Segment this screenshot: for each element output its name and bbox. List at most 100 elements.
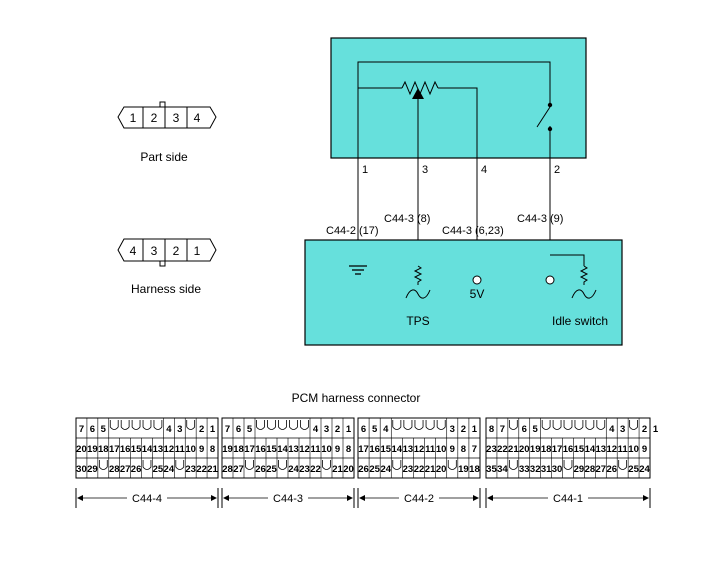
connector-name: C44-1 [553,493,583,505]
switch-contact-icon [547,126,553,132]
pin-number: 15 [266,444,277,455]
pin-number: 30 [76,464,87,475]
part-pin-label: 2 [151,111,158,125]
pin-number: 15 [131,444,142,455]
wiper-arrow-icon [412,88,424,99]
pin-number: 16 [255,444,266,455]
keying-slot [300,420,309,430]
pin-number: 3 [620,424,625,435]
keying-slot [508,460,518,470]
pin-number: 4 [481,164,487,176]
pin-number: 7 [472,444,477,455]
pin-number: 26 [131,464,142,475]
harness-pin-label: 4 [130,244,137,258]
keying-slot [256,420,265,430]
pin-number: 19 [530,444,541,455]
harness-pin-label: 1 [194,244,201,258]
connector-name: C44-2 [404,493,434,505]
arrow-right-icon [473,495,479,501]
pin-number: 20 [519,444,530,455]
pin-number: 17 [358,444,369,455]
five-v-label: 5V [470,287,485,301]
pin-number: 29 [87,464,98,475]
keying-slot [120,420,130,430]
pin-number: 16 [563,444,574,455]
pin-number: 24 [164,464,175,475]
keying-slot [322,460,331,470]
keying-slot [629,420,638,430]
terminal-5v-icon [472,275,482,285]
pin-number: 9 [335,444,340,455]
pin-number: 1 [346,424,352,435]
idle-switch-label: Idle switch [552,314,608,328]
keying-slot [142,460,152,470]
part-pin-label: 1 [130,111,137,125]
pin-number: 22 [310,464,321,475]
arrow-left-icon [77,495,83,501]
keying-slot [563,460,573,470]
pin-number: 25 [266,464,277,475]
pin-number: 10 [185,444,196,455]
pin-number: 5 [247,424,253,435]
pin-number: 10 [628,444,639,455]
keying-slot [289,420,298,430]
pin-number: 2 [642,424,647,435]
pin-number: 12 [164,444,175,455]
pin-number: 27 [596,464,607,475]
pin-number: 14 [277,444,288,455]
pin-number: 16 [369,444,380,455]
harness-side-connector: 4 3 2 1 [117,238,217,267]
pin-number: 30 [552,464,563,475]
pin-number: 11 [175,444,186,455]
keying-slot [596,420,606,430]
pin-number: 6 [236,424,241,435]
keying-slot [414,420,424,430]
pin-number: 8 [346,444,351,455]
pin-number: 12 [299,444,310,455]
pin-number: 2 [554,164,560,176]
keying-slot [392,420,402,430]
keying-slot [436,420,446,430]
pin-number: 20 [76,444,87,455]
arrow-right-icon [643,495,649,501]
pin-number: 28 [585,464,596,475]
keying-slot [175,460,185,470]
pin-number: 13 [596,444,607,455]
pin-number: 4 [383,424,389,435]
pin-number: 14 [585,444,596,455]
pcm-box [304,239,623,346]
tps-label: TPS [406,314,429,328]
pin-number: 17 [552,444,563,455]
pin-number: 12 [414,444,425,455]
connector-name: C44-4 [132,493,162,505]
tps-input-icon [405,265,431,299]
pin-number: 4 [609,424,615,435]
pin-number: 16 [120,444,131,455]
pin-number: 5 [372,424,378,435]
pin-number: 29 [574,464,585,475]
arrow-right-icon [211,495,217,501]
pin-number: 24 [639,464,650,475]
pin-number: 19 [87,444,98,455]
switch-contact-icon [547,102,553,108]
part-side-label: Part side [140,150,188,164]
pin-number: 17 [244,444,255,455]
wire-label: C44-2 (17) [326,225,379,237]
pin-number: 8 [461,444,466,455]
pin-number: 18 [469,464,480,475]
pin-number: 15 [574,444,585,455]
pin-number: 2 [199,424,204,435]
pin-number: 17 [109,444,120,455]
pin-number: 8 [489,424,494,435]
idle-input-icon [550,254,597,299]
pin-number: 2 [335,424,340,435]
part-side-connector: 1 2 3 4 [117,101,217,129]
pin-number: 6 [522,424,527,435]
pin-number: 22 [497,444,508,455]
pin-number: 33 [519,464,530,475]
pin-number: 6 [90,424,95,435]
